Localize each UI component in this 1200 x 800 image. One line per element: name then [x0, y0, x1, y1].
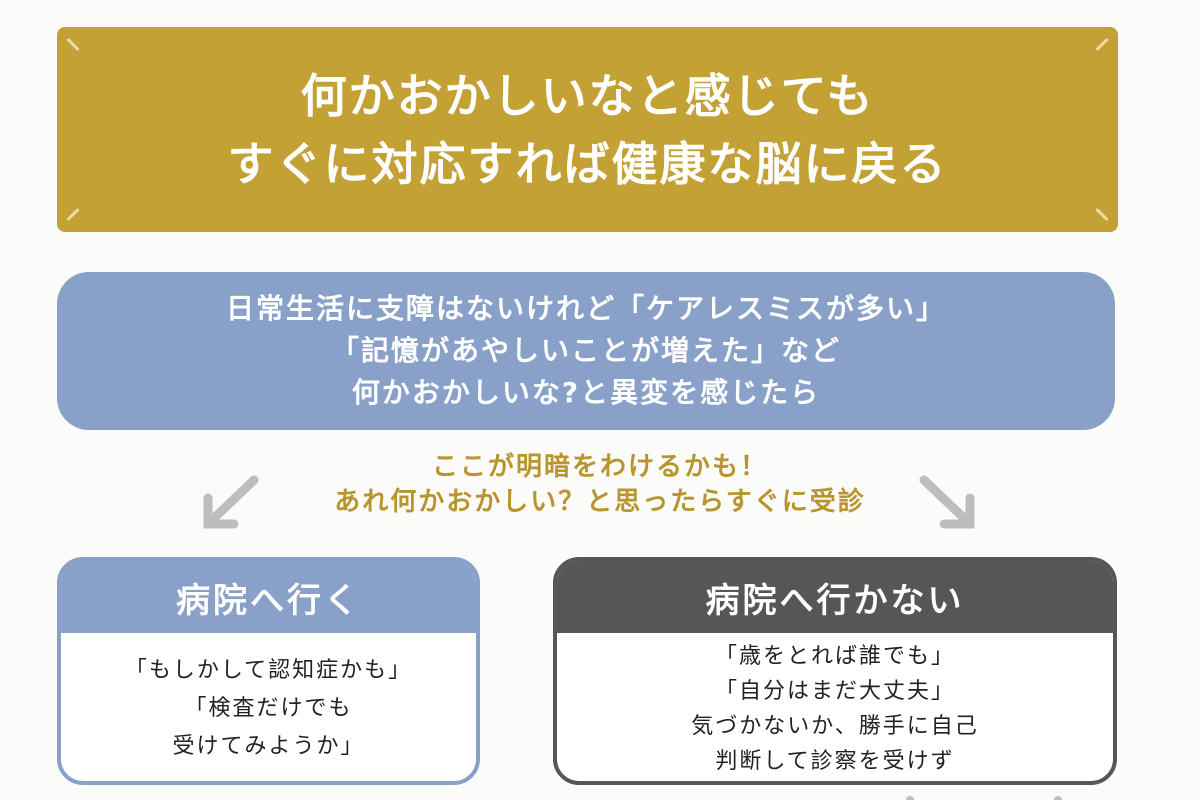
arrow-stubs-icon: [906, 796, 1062, 800]
title-line-2: すぐに対応すれば健康な脳に戻る: [227, 136, 948, 191]
not-go-to-hospital-body: 「歳をとれば誰でも」 「自分はまだ大丈夫」 気づかないか、勝手に自己 判断して診…: [557, 633, 1113, 781]
title-banner: 何かおかしいなと感じても すぐに対応すれば健康な脳に戻る: [57, 27, 1118, 232]
key-note: ここが明暗をわけるかも！ あれ何かおかしい？と思ったらすぐに受診: [260, 450, 940, 520]
go-line-2: 「検査だけでも: [184, 696, 353, 721]
situation-line-2: 「記憶があやしいことが増えた」など: [330, 334, 841, 367]
not-go-line-1: 「歳をとれば誰でも」: [714, 644, 955, 669]
situation-line-3: 何かおかしいな?と異変を感じたら: [351, 376, 821, 409]
go-line-3: 受けてみようか」: [172, 734, 365, 759]
go-to-hospital-heading: 病院へ行く: [61, 561, 476, 633]
go-line-1: 「もしかして認知症かも」: [124, 658, 413, 683]
corner-mark: [1095, 37, 1109, 52]
arrow-down-left-icon: [203, 475, 259, 529]
corner-mark: [66, 37, 80, 52]
note-line-2: あれ何かおかしい？と思ったらすぐに受診: [334, 487, 866, 517]
not-go-line-2: 「自分はまだ大丈夫」: [714, 679, 955, 704]
not-go-line-3: 気づかないか、勝手に自己: [691, 714, 979, 739]
go-to-hospital-body: 「もしかして認知症かも」 「検査だけでも 受けてみようか」: [61, 633, 476, 781]
not-go-to-hospital-card: 病院へ行かない 「歳をとれば誰でも」 「自分はまだ大丈夫」 気づかないか、勝手に…: [553, 557, 1117, 785]
situation-line-1: 日常生活に支障はないけれど「ケアレスミスが多い」: [225, 292, 946, 325]
corner-mark: [1095, 207, 1109, 222]
not-go-line-4: 判断して診察を受けず: [715, 749, 955, 774]
arrow-down-right-icon: [919, 475, 975, 529]
corner-mark: [66, 207, 80, 222]
note-line-1: ここが明暗をわけるかも！: [431, 452, 768, 482]
title-line-1: 何かおかしいなと感じても: [300, 68, 875, 123]
not-go-to-hospital-heading: 病院へ行かない: [557, 561, 1113, 633]
go-to-hospital-card: 病院へ行く 「もしかして認知症かも」 「検査だけでも 受けてみようか」: [57, 557, 480, 785]
situation-box: 日常生活に支障はないけれど「ケアレスミスが多い」 「記憶があやしいことが増えた」…: [57, 272, 1115, 430]
